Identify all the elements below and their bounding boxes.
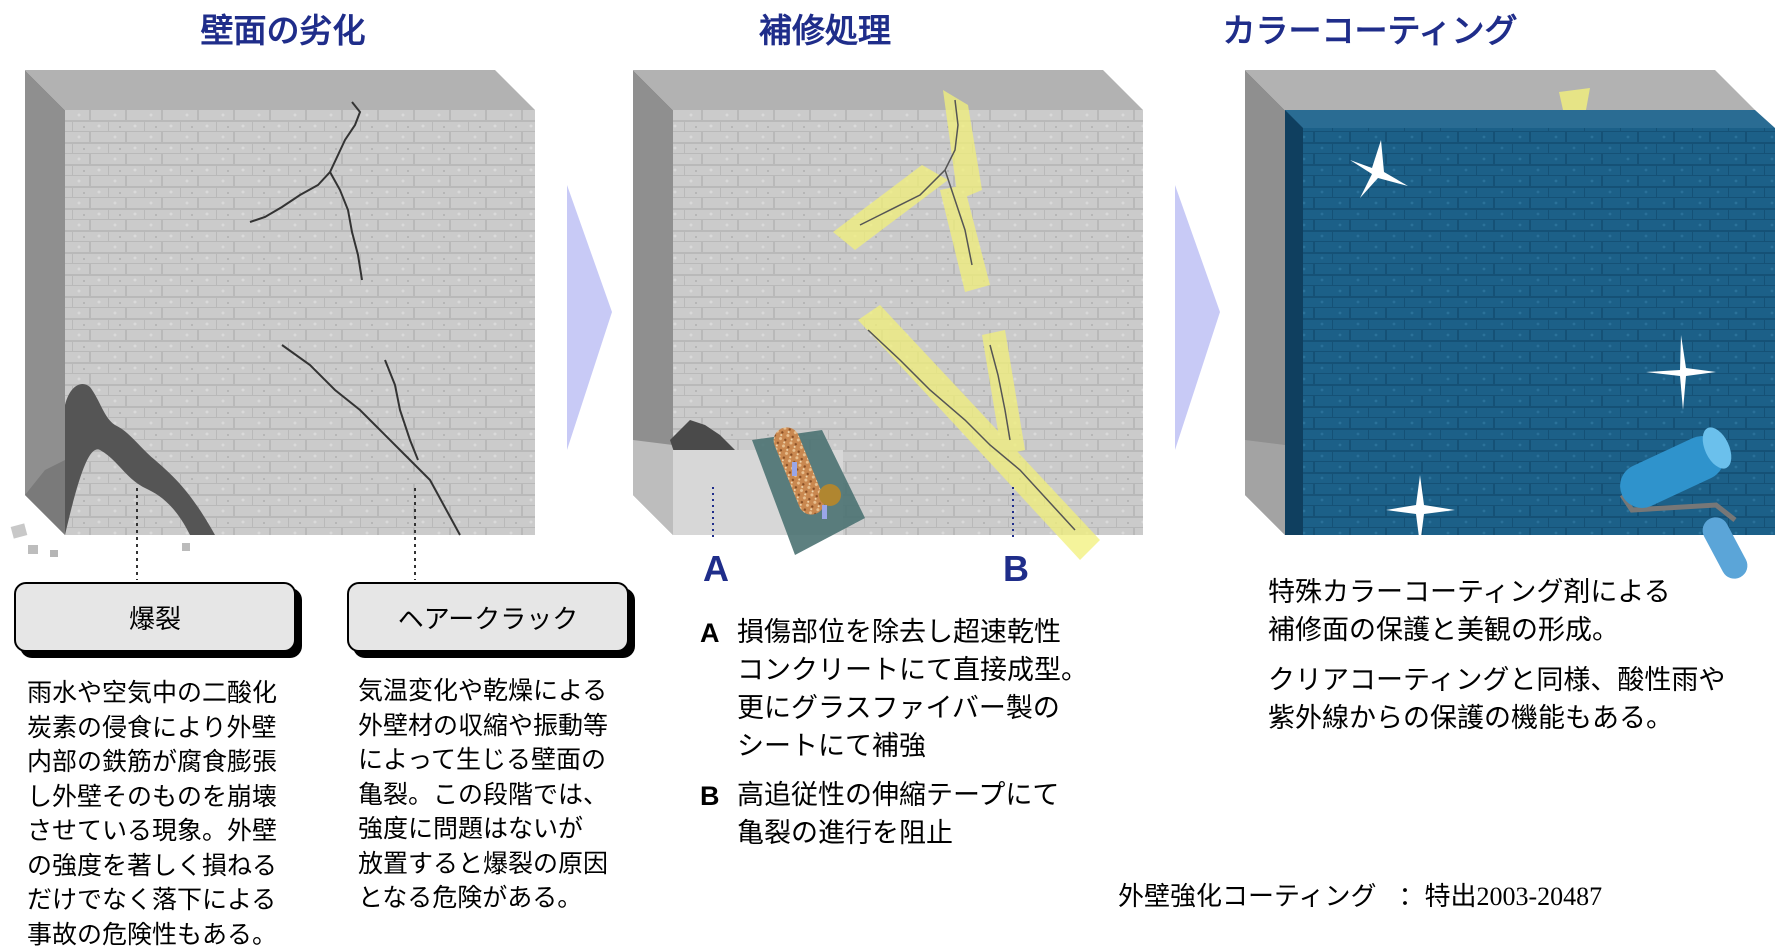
wall-repair: [633, 70, 1143, 560]
repair-item-a-line: 更にグラスファイバー製の: [737, 690, 1088, 728]
spalling-desc-line: 内部の鉄筋が腐食膨張: [27, 745, 277, 780]
repair-item-a-line: 損傷部位を除去し超速乾性: [737, 614, 1088, 652]
hair-crack-desc-line: 強度に問題はないが: [358, 812, 608, 847]
hair-crack-desc-line: 外壁材の収縮や振動等: [358, 709, 608, 744]
hair-crack-desc-line: 亀裂。この段階では、: [358, 778, 608, 813]
hair-crack-description: 気温変化や乾燥による 外壁材の収縮や振動等 によって生じる壁面の 亀裂。この段階…: [358, 674, 608, 916]
patent-prefix: 特出: [1424, 882, 1476, 912]
coating-desc-line: 特殊カラーコーティング剤による: [1268, 574, 1725, 612]
wall-deteriorated: [11, 70, 535, 557]
spalling-desc-line: の強度を著しく損ねる: [27, 849, 277, 884]
coating-desc-line: クリアコーティングと同様、酸性雨や: [1268, 662, 1725, 700]
callout-spalling: 爆裂: [14, 582, 296, 652]
repair-item-a: A 損傷部位を除去し超速乾性 コンクリートにて直接成型。 更にグラスファイバー製…: [700, 614, 1088, 766]
arrow-right-2: [1175, 185, 1220, 450]
callout-spalling-label: 爆裂: [129, 599, 181, 636]
repair-item-b-label: B: [700, 777, 720, 815]
marker-a: A: [703, 548, 729, 590]
callout-hair-crack: ヘアークラック: [347, 582, 629, 652]
patent-info: 外壁強化コーティング ：特出2003-20487: [1118, 876, 1602, 913]
repair-item-a-line: コンクリートにて直接成型。: [737, 652, 1088, 690]
patent-separator: ：: [1398, 882, 1424, 912]
arrow-right-1: [567, 185, 612, 450]
callout-hair-crack-label: ヘアークラック: [398, 599, 578, 636]
repair-item-a-label: A: [700, 614, 720, 652]
spalling-desc-line: 雨水や空気中の二酸化: [27, 676, 277, 711]
wall-coated: [1245, 70, 1775, 583]
spalling-description: 雨水や空気中の二酸化 炭素の侵食により外壁 内部の鉄筋が腐食膨張 し外壁そのもの…: [27, 676, 277, 952]
repair-item-b: B 高追従性の伸縮テープにて 亀裂の進行を阻止: [700, 777, 1059, 853]
spalling-desc-line: だけでなく落下による: [27, 883, 277, 918]
coating-description: 特殊カラーコーティング剤による 補修面の保護と美観の形成。 クリアコーティングと…: [1268, 574, 1725, 738]
patent-number: 2003-20487: [1476, 882, 1602, 911]
spalling-desc-line: し外壁そのものを崩壊: [27, 780, 277, 815]
coating-desc-line: 補修面の保護と美観の形成。: [1268, 612, 1725, 650]
hair-crack-desc-line: 気温変化や乾燥による: [358, 674, 608, 709]
hair-crack-desc-line: 放置すると爆裂の原因: [358, 847, 608, 882]
patent-label: 外壁強化コーティング: [1118, 882, 1376, 912]
repair-item-a-line: シートにて補強: [737, 728, 1088, 766]
coating-desc-line: 紫外線からの保護の機能もある。: [1268, 700, 1725, 738]
spalling-desc-line: させている現象。外壁: [27, 814, 277, 849]
spalling-desc-line: 炭素の侵食により外壁: [27, 711, 277, 746]
hair-crack-desc-line: によって生じる壁面の: [358, 743, 608, 778]
repair-item-b-line: 高追従性の伸縮テープにて: [737, 777, 1059, 815]
repair-item-b-line: 亀裂の進行を阻止: [737, 815, 1059, 853]
marker-b: B: [1003, 548, 1029, 590]
spalling-desc-line: 事故の危険性もある。: [27, 918, 277, 952]
hair-crack-desc-line: となる危険がある。: [358, 881, 608, 916]
